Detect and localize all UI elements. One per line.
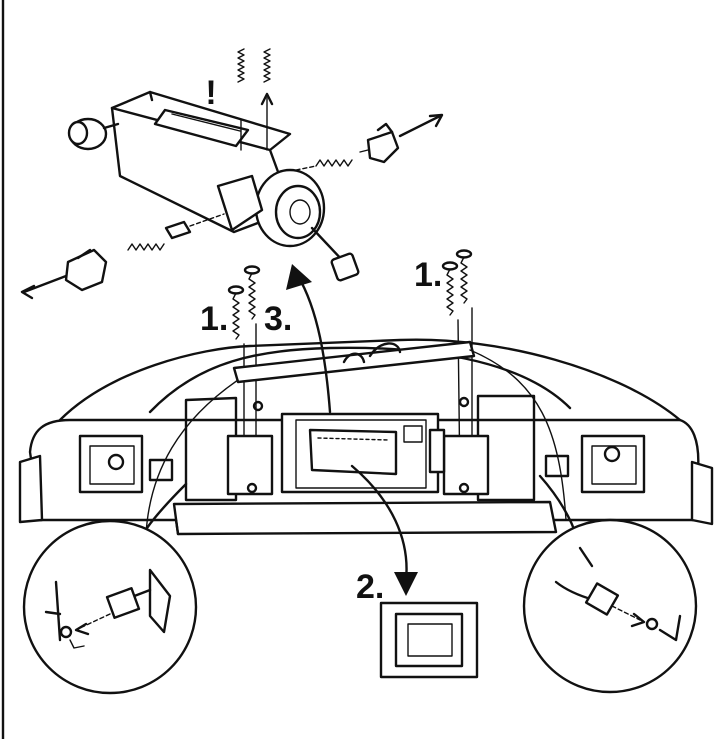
removed-cover-plate [379, 601, 479, 679]
dashboard-panel [18, 338, 714, 562]
step-label-1-left: 1. [200, 300, 228, 338]
detail-circle-left [22, 519, 198, 695]
exploded-switch-assembly [20, 48, 444, 300]
detail-circle-right [522, 518, 698, 694]
step-label-1-right: 1. [414, 256, 442, 294]
step-label-3: 3. [264, 300, 292, 338]
warning-mark: ! [205, 74, 216, 112]
arrow-step-3 [286, 264, 332, 414]
step-label-2: 2. [356, 568, 384, 606]
arrow-step-2 [350, 464, 418, 596]
